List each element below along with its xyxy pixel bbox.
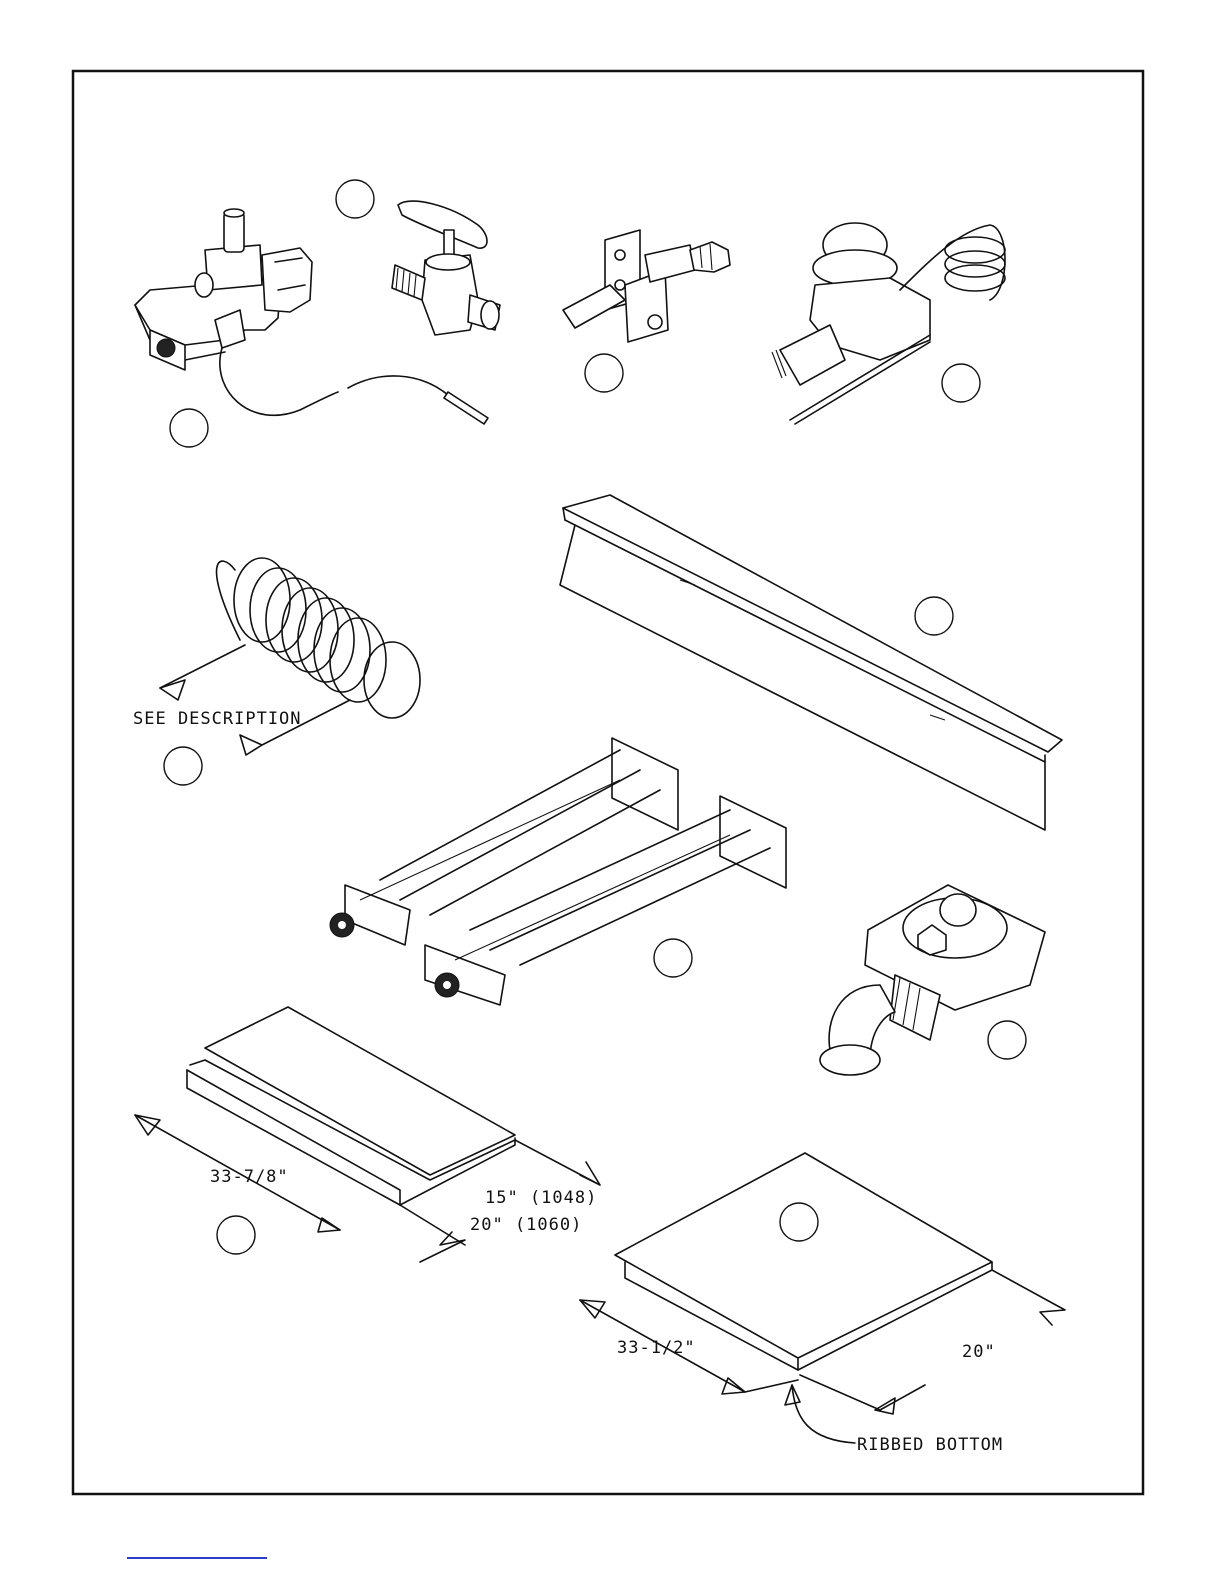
shutoff-valve-part: [336, 180, 500, 335]
tray-part: 33-1/2" 20" RIBBED BOTTOM: [580, 1153, 1065, 1455]
callout-coil-tubing: [164, 747, 202, 785]
callout-channel: [915, 597, 953, 635]
callout-shutoff-valve: [336, 180, 374, 218]
callout-pilot-assembly: [585, 354, 623, 392]
tray-note-label: RIBBED BOTTOM: [857, 1435, 1003, 1455]
coil-tubing-part: SEE DESCRIPTION: [133, 558, 420, 755]
pan-width-1-label: 15" (1048): [485, 1188, 597, 1208]
burner-assembly-part: [330, 738, 786, 1005]
callout-regulator: [988, 1021, 1026, 1059]
pan-width-2-label: 20" (1060): [470, 1215, 582, 1235]
callout-pan: [217, 1216, 255, 1254]
tray-length-label: 33-1/2": [617, 1338, 696, 1358]
callout-gas-valve: [170, 409, 208, 447]
pan-part: 33-7/8" 15" (1048) 20" (1060): [135, 1007, 600, 1262]
coil-length-label: SEE DESCRIPTION: [133, 709, 302, 729]
callout-thermostat-valve: [942, 364, 980, 402]
callout-tray: [780, 1203, 818, 1241]
tray-width-label: 20": [962, 1342, 996, 1362]
callout-burner-assembly: [654, 939, 692, 977]
footer-rule: [127, 1557, 267, 1559]
pan-length-label: 33-7/8": [210, 1167, 289, 1187]
pilot-assembly-part: [563, 230, 730, 342]
